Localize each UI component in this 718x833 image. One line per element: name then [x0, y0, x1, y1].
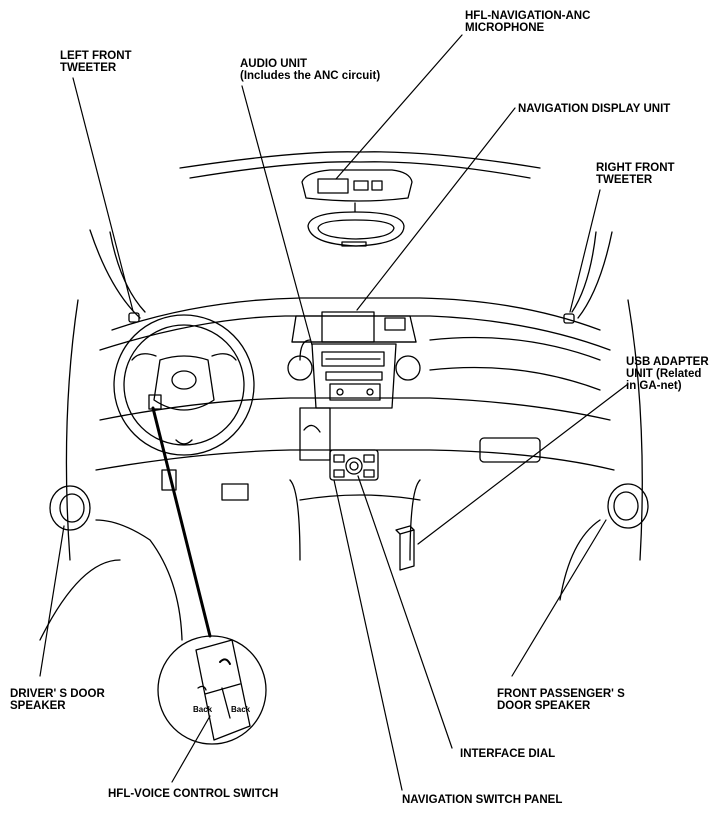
drivers-door-speaker-shape [49, 485, 91, 531]
label-navigation-display-unit: NAVIGATION DISPLAY UNIT [518, 103, 671, 115]
right-door-line [627, 299, 643, 561]
label-left-front-tweeter: LEFT FRONT TWEETER [60, 50, 132, 74]
right-a-pillar [577, 231, 613, 319]
interface-dial-knob [345, 457, 363, 475]
switch-back-label-right: Back [231, 705, 251, 714]
left-tweeter-shape [128, 312, 140, 323]
dash-lower-2 [95, 449, 615, 471]
label-audio-unit: AUDIO UNIT (Includes the ANC circuit) [240, 58, 381, 82]
voice-switch-on-wheel [148, 394, 162, 410]
usb-adapter-unit-shape [395, 525, 415, 571]
dash-top-2 [99, 315, 611, 351]
label-interface-dial: INTERFACE DIAL [460, 748, 556, 760]
left-a-pillar-inner [109, 231, 146, 313]
switch-back-label-left: Back [193, 705, 213, 714]
center-stack [287, 339, 421, 409]
label-drivers-door-speaker: DRIVER' S DOOR SPEAKER [10, 688, 105, 712]
windshield-edge [179, 151, 541, 169]
voice-switch-detail [157, 635, 267, 745]
dash-lower [99, 397, 611, 421]
lower-console [289, 407, 421, 561]
dash-top [111, 297, 601, 331]
overhead-microphone-unit [301, 169, 413, 213]
left-door-line [65, 299, 79, 561]
navigation-display [291, 311, 417, 343]
rearview-mirror [307, 211, 405, 247]
left-a-pillar [89, 229, 141, 319]
label-hfl-microphone: HFL-NAVIGATION-ANC MICROPHONE [465, 10, 591, 34]
leader-lines [39, 34, 629, 791]
label-usb-adapter-unit: USB ADAPTER UNIT (Related in GA-net) [626, 356, 709, 392]
label-right-front-tweeter: RIGHT FRONT TWEETER [596, 162, 675, 186]
steering-wheel [113, 314, 255, 456]
passenger-door-speaker-shape [607, 483, 649, 529]
label-navigation-switch-panel: NAVIGATION SWITCH PANEL [402, 794, 563, 806]
windshield-inner [189, 161, 531, 179]
right-a-pillar-inner [571, 231, 597, 313]
label-front-passenger-door-speaker: FRONT PASSENGER' S DOOR SPEAKER [497, 688, 625, 712]
label-hfl-voice-control-switch: HFL-VOICE CONTROL SWITCH [108, 788, 279, 800]
